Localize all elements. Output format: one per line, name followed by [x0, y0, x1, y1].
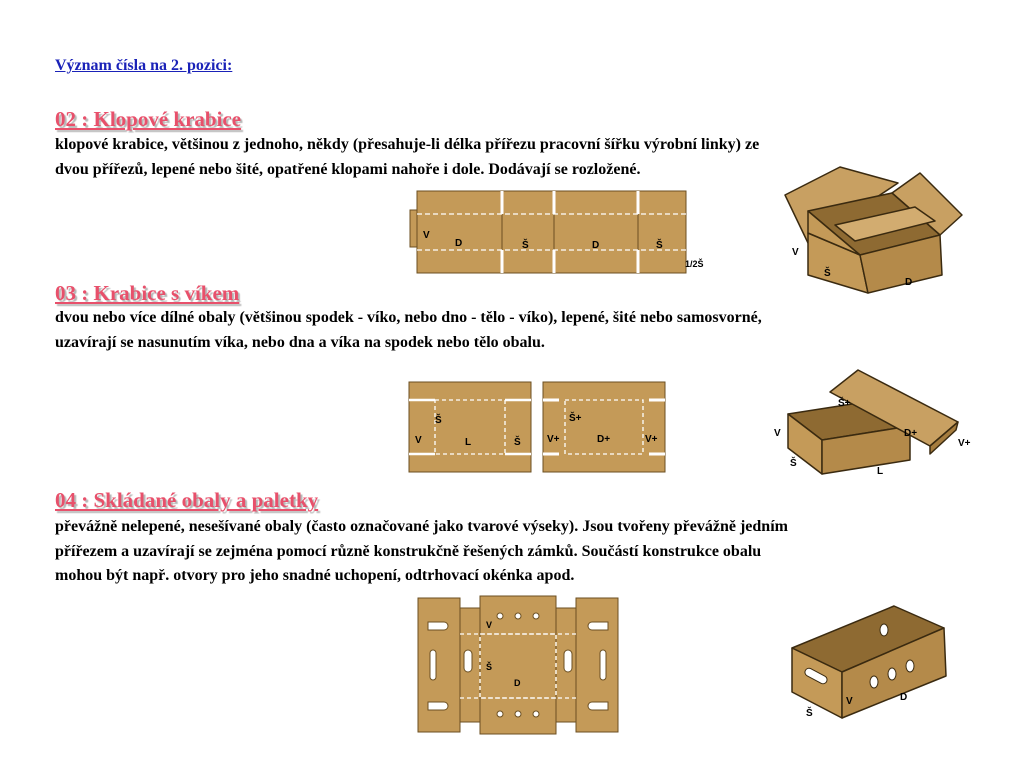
tray-box-label-s: Š: [806, 706, 813, 719]
folding-tray-3d-illustration: Š V D: [791, 605, 947, 719]
section-title-03: 03 : Krabice s víkem: [55, 281, 240, 305]
blank-label-d2: D: [592, 240, 599, 251]
section-title-02: 02 : Klopové krabice: [55, 107, 242, 131]
tray-box-label-v: V: [846, 696, 853, 707]
lid-label-v-plus-left: V+: [547, 434, 560, 445]
lid-label-s-plus: Š+: [569, 411, 582, 424]
blank-label-s2: Š: [656, 238, 663, 251]
blank-label-s1: Š: [522, 238, 529, 251]
tray-blank-label-s: Š: [486, 661, 492, 672]
lid-box-label-d-plus: D+: [904, 428, 917, 439]
base-label-v: V: [415, 435, 422, 446]
lid-box-label-v: V: [774, 428, 781, 439]
blank-label-d1: D: [455, 238, 462, 249]
tray-box-label-d: D: [900, 692, 907, 703]
base-label-l: L: [465, 437, 471, 448]
lid-label-d-plus: D+: [597, 434, 610, 445]
lid-label-v-plus-right: V+: [645, 434, 658, 445]
box-with-lid-3d-illustration: Š+ D+ V+ V Š L: [774, 369, 971, 477]
folding-tray-blank-diagram: V Š D: [417, 595, 619, 735]
blank-label-half-s: 1/2Š: [685, 258, 704, 269]
section-text-02: klopové krabice, většinou z jednoho, něk…: [55, 136, 760, 178]
base-label-s-top: Š: [435, 413, 442, 426]
flap-box-3d-illustration: V Š D: [784, 166, 963, 294]
lid-box-label-l: L: [877, 466, 883, 477]
blank-label-v: V: [423, 230, 430, 241]
lid-box-label-v-plus: V+: [958, 438, 971, 449]
box-lid-blank-diagram: Š+ V+ D+ V+: [542, 381, 666, 473]
lid-box-label-s: Š: [790, 456, 797, 469]
section-text-03: dvou nebo více dílné obaly (většinou spo…: [55, 309, 762, 351]
tray-blank-label-d: D: [514, 678, 521, 688]
lid-box-label-s-plus: Š+: [838, 396, 851, 409]
flap-box-blank-diagram: V D Š D Š 1/2Š: [409, 190, 704, 274]
box-label-d: D: [905, 277, 912, 288]
section-text-04: převážně nelepené, nesešívané obaly (čas…: [55, 518, 788, 584]
box-label-s: Š: [824, 266, 831, 279]
tray-blank-label-v: V: [486, 620, 492, 630]
intro-heading: Význam čísla na 2. pozici:: [55, 57, 233, 74]
base-label-s-right: Š: [514, 435, 521, 448]
section-title-04: 04 : Skládané obaly a paletky: [55, 488, 319, 512]
box-base-blank-diagram: Š V L Š: [408, 381, 532, 473]
box-label-v: V: [792, 247, 799, 258]
